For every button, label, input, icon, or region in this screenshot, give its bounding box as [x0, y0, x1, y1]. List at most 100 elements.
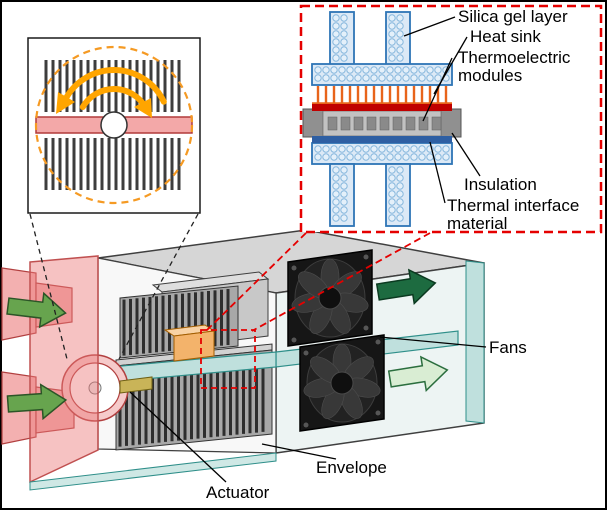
silica-bead: [322, 74, 330, 82]
silica-bead: [378, 74, 386, 82]
silica-bead: [332, 198, 340, 206]
silica-bead: [332, 30, 340, 38]
fan-screw: [303, 350, 309, 356]
silica-bead: [388, 174, 396, 182]
front-panel-translucent: [29, 255, 99, 484]
detail-source-region: [200, 329, 256, 389]
silica-bead: [332, 46, 340, 54]
fan-screw: [375, 410, 381, 416]
silica-bead: [332, 14, 340, 22]
silica-bead: [340, 182, 348, 190]
silica-bead: [402, 153, 410, 161]
silica-bead: [418, 74, 426, 82]
silica-bead: [394, 153, 402, 161]
silica-bead: [330, 153, 338, 161]
silica-bead: [346, 153, 354, 161]
silica-bead: [378, 145, 386, 153]
fan-hub: [330, 371, 354, 395]
fan-screw: [375, 339, 381, 345]
silica-bead: [330, 66, 338, 74]
inset-callout-line-right: [118, 213, 199, 360]
silica-bead: [340, 214, 348, 222]
silica-bead: [396, 46, 404, 54]
silica-bead: [388, 166, 396, 174]
silica-bead: [370, 145, 378, 153]
tem-element: [418, 116, 429, 131]
silica-bead: [388, 182, 396, 190]
outlet-arrow-top: [375, 268, 437, 306]
silica-bead: [340, 166, 348, 174]
silica-bead: [426, 66, 434, 74]
leader-silica-gel: [403, 16, 456, 37]
fan-bottom: [299, 334, 385, 432]
silica-bead: [378, 66, 386, 74]
silica-bead: [426, 153, 434, 161]
silica-bead: [338, 74, 346, 82]
rotation-arrow-outer-arc: [61, 67, 167, 105]
tem-element: [353, 116, 364, 131]
silica-bead: [396, 166, 404, 174]
silica-bead: [396, 38, 404, 46]
silica-bead: [378, 153, 386, 161]
silica-bead: [410, 145, 418, 153]
tem-element: [392, 116, 403, 131]
tem-element: [405, 116, 416, 131]
silica-bead: [332, 174, 340, 182]
leader-actuator: [129, 391, 227, 483]
label-heat-sink: Heat sink: [470, 27, 541, 46]
insulation-block-right: [440, 108, 462, 138]
silica-bead: [386, 153, 394, 161]
inset-heat-sink-fins: [44, 60, 181, 190]
inset-rotation-path: [34, 45, 194, 205]
silica-bead: [340, 38, 348, 46]
fan-top: [287, 249, 373, 347]
leader-envelope: [261, 443, 337, 460]
rotation-arrow-head-left: [56, 92, 75, 114]
silica-bead: [396, 22, 404, 30]
silica-bead: [370, 66, 378, 74]
outlet-arrow-bottom: [387, 355, 449, 393]
silica-bead: [388, 214, 396, 222]
silica-bead: [314, 153, 322, 161]
silica-gel-beads: [314, 14, 450, 222]
silica-bead: [314, 74, 322, 82]
silica-bead: [332, 54, 340, 62]
silica-bead: [346, 145, 354, 153]
silica-bead: [362, 74, 370, 82]
silica-bead: [402, 145, 410, 153]
silica-bead: [340, 190, 348, 198]
silica-bead: [418, 145, 426, 153]
silica-bead: [332, 166, 340, 174]
detail-heat-sink-fins: [316, 86, 448, 103]
silica-bead: [410, 153, 418, 161]
silica-bead: [354, 74, 362, 82]
silica-bead: [388, 30, 396, 38]
rotation-arrow: [56, 67, 167, 118]
silica-bead: [314, 66, 322, 74]
silica-bead: [314, 145, 322, 153]
silica-bead: [354, 145, 362, 153]
silica-bead: [340, 30, 348, 38]
silica-bead: [434, 74, 442, 82]
silica-bead: [396, 30, 404, 38]
silica-bead: [340, 46, 348, 54]
fan-hub: [318, 286, 342, 310]
silica-bead: [340, 174, 348, 182]
label-thermoelectric-line1: Thermoelectric: [458, 48, 571, 67]
tem-element: [327, 116, 338, 131]
silica-bead: [338, 153, 346, 161]
silica-bead: [388, 54, 396, 62]
label-actuator: Actuator: [206, 483, 270, 502]
tem-element: [431, 116, 442, 131]
leader-thermoelectric: [422, 57, 453, 122]
label-thermoelectric-line2: modules: [458, 66, 522, 85]
label-insulation: Insulation: [464, 175, 537, 194]
rotation-arrow-head-right: [134, 98, 152, 118]
silica-bead: [396, 198, 404, 206]
silica-bead: [354, 66, 362, 74]
silica-bead: [442, 153, 450, 161]
silica-bead: [332, 22, 340, 30]
module-block: [163, 324, 216, 362]
